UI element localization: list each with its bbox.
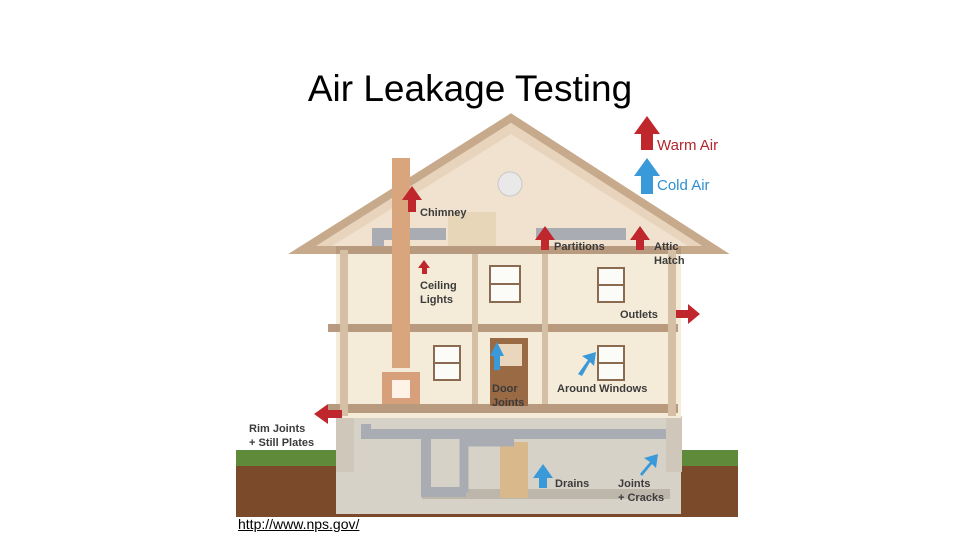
label-partitions: Partitions [554, 241, 605, 253]
slide-title: Air Leakage Testing [307, 68, 633, 109]
label-joints-1: Joints [618, 478, 650, 490]
arrow-door [490, 342, 504, 370]
partition-1 [472, 254, 478, 404]
arrow-attic-hatch [630, 226, 650, 250]
arrow-rim-joints [314, 404, 342, 424]
window-lower-1 [433, 345, 461, 381]
arrow-legend-cold [634, 158, 660, 194]
label-ceiling-2: Lights [420, 294, 453, 306]
wall-right [668, 250, 676, 416]
legend-cold-label: Cold Air [657, 177, 710, 194]
window-upper-1 [489, 265, 521, 303]
first-floor [328, 404, 678, 413]
source-link[interactable]: http://www.nps.gov/ [238, 516, 360, 532]
fireplace-opening [392, 380, 410, 398]
arrow-outlets [676, 304, 700, 324]
arrow-chimney [402, 186, 422, 212]
label-windows: Around Windows [557, 383, 647, 395]
basement-floor [422, 489, 670, 499]
arrow-joints-cracks [640, 454, 658, 476]
house-air-leakage-diagram: Warm Air Cold Air Chimney Partitions Att… [236, 113, 738, 517]
label-joints-2: + Cracks [618, 492, 664, 504]
basement-post-left [336, 416, 354, 472]
label-ceiling-1: Ceiling [420, 280, 457, 292]
legend-warm-label: Warm Air [657, 137, 718, 154]
label-rim-2: + Still Plates [249, 437, 314, 449]
attic-box [448, 212, 496, 246]
second-floor [328, 324, 678, 332]
wall-left [340, 250, 348, 416]
arrow-ceiling-lights [418, 260, 430, 274]
basement-duct-2 [421, 434, 466, 497]
label-attic-2: Hatch [654, 255, 685, 267]
arrow-partitions [535, 226, 555, 250]
arrow-windows [578, 352, 596, 376]
label-outlets: Outlets [620, 309, 658, 321]
furnace [500, 442, 528, 498]
label-attic-1: Attic [654, 241, 678, 253]
basement-duct [361, 424, 666, 439]
basement-post-right [666, 416, 682, 472]
label-chimney: Chimney [420, 207, 467, 219]
window-upper-2 [597, 267, 625, 303]
label-door-1: Door [492, 383, 518, 395]
chimney [392, 158, 410, 368]
label-door-2: Joints [492, 397, 524, 409]
furnace-duct [459, 437, 514, 492]
label-rim-1: Rim Joints [249, 423, 305, 435]
partition-2 [542, 254, 548, 404]
attic-vent [497, 171, 523, 197]
window-lower-2 [597, 345, 625, 381]
door-window [496, 344, 522, 366]
arrow-drains [533, 464, 553, 488]
label-drains: Drains [555, 478, 589, 490]
arrow-legend-warm [634, 116, 660, 150]
attic-floor [336, 246, 681, 254]
